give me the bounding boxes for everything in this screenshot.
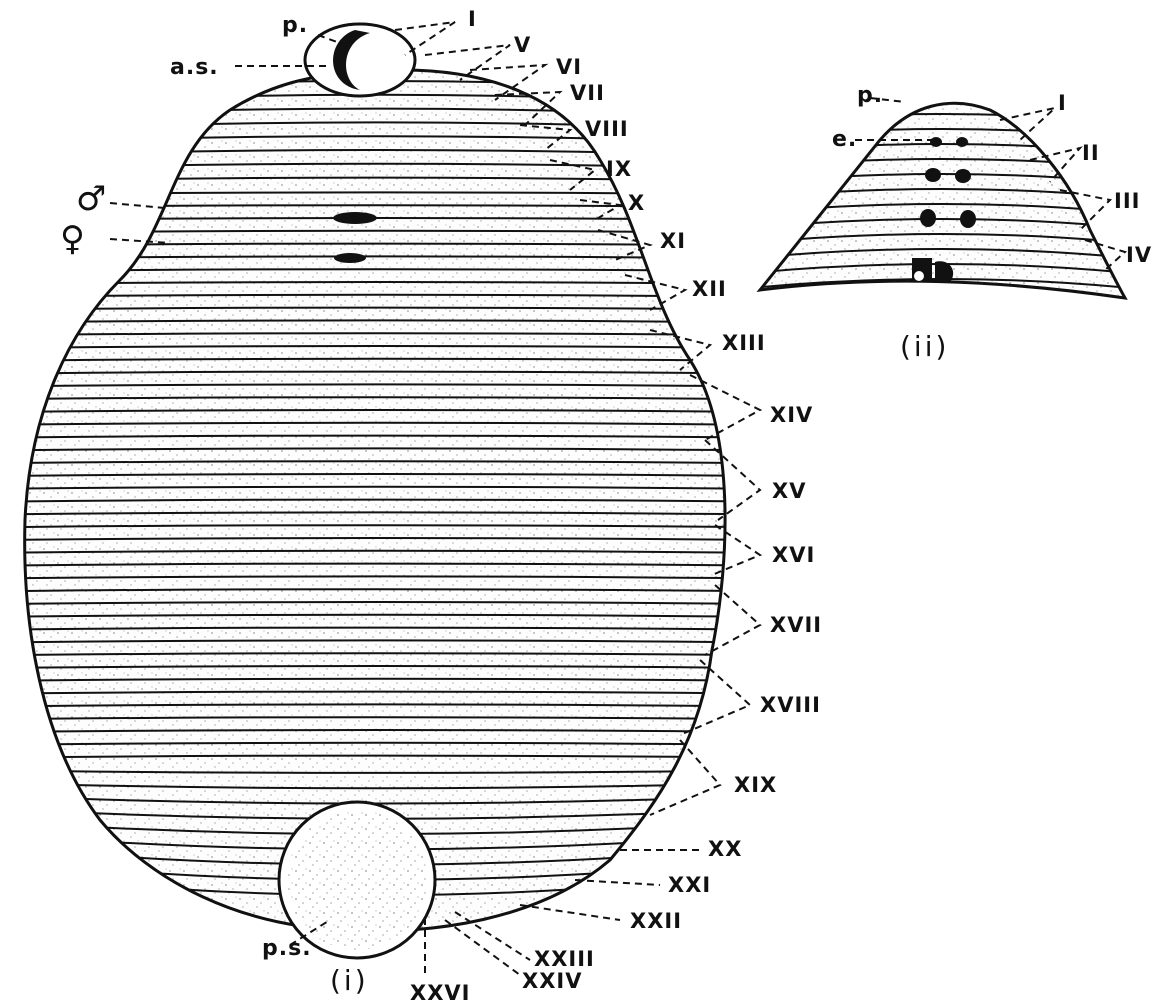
eye: [930, 137, 942, 147]
segment-label: XXII: [630, 909, 682, 933]
label-female: ♀: [60, 219, 85, 259]
segment-label: IV: [1126, 243, 1152, 267]
caption-figure-i: (i): [330, 964, 369, 997]
anterior-sucker: [305, 24, 415, 96]
segment-label: XIX: [734, 773, 777, 797]
label-prostomium-ii: p.: [857, 83, 883, 108]
segment-label: XXIII: [534, 947, 595, 971]
segment-label: XV: [772, 479, 806, 503]
label-male: ♂: [76, 179, 106, 219]
segment-label: XVIII: [760, 693, 821, 717]
segment-label: XX: [708, 837, 742, 861]
segment-label: III: [1114, 189, 1140, 213]
segment-label: XXI: [668, 873, 711, 897]
segment-label: XVII: [770, 613, 822, 637]
caption-figure-ii: (ii): [900, 330, 949, 363]
label-posterior-sucker: p.s.: [262, 936, 312, 961]
label-anterior-sucker: a.s.: [170, 55, 219, 80]
segment-label: XXVI: [410, 981, 470, 1004]
segment-label: IX: [606, 157, 632, 181]
segment-label: XIV: [770, 403, 813, 427]
segment-label: XXIV: [522, 969, 582, 993]
segment-label: X: [628, 191, 645, 215]
segment-label: VII: [570, 81, 605, 105]
eye: [925, 168, 941, 182]
segment-label: I: [1058, 91, 1067, 115]
segment-label: VI: [556, 55, 582, 79]
segment-label: V: [514, 33, 531, 57]
eye: [955, 169, 971, 183]
segment-label: VIII: [585, 117, 629, 141]
eye: [960, 210, 976, 228]
head-figure-ii: [740, 90, 1140, 310]
segment-label: XVI: [772, 543, 815, 567]
male-gonopore: [333, 212, 377, 224]
body-figure-i: [0, 24, 760, 958]
segment-label: XII: [692, 277, 727, 301]
segment-label: II: [1082, 141, 1100, 165]
posterior-sucker: [279, 802, 435, 958]
segment-label: XI: [660, 229, 686, 253]
eye: [920, 209, 936, 227]
segment-label: XIII: [722, 331, 766, 355]
label-prostomium: p.: [282, 13, 308, 38]
female-gonopore: [334, 253, 366, 263]
eye: [956, 137, 968, 147]
label-eye: e.: [832, 127, 857, 152]
segment-label: I: [468, 7, 477, 31]
